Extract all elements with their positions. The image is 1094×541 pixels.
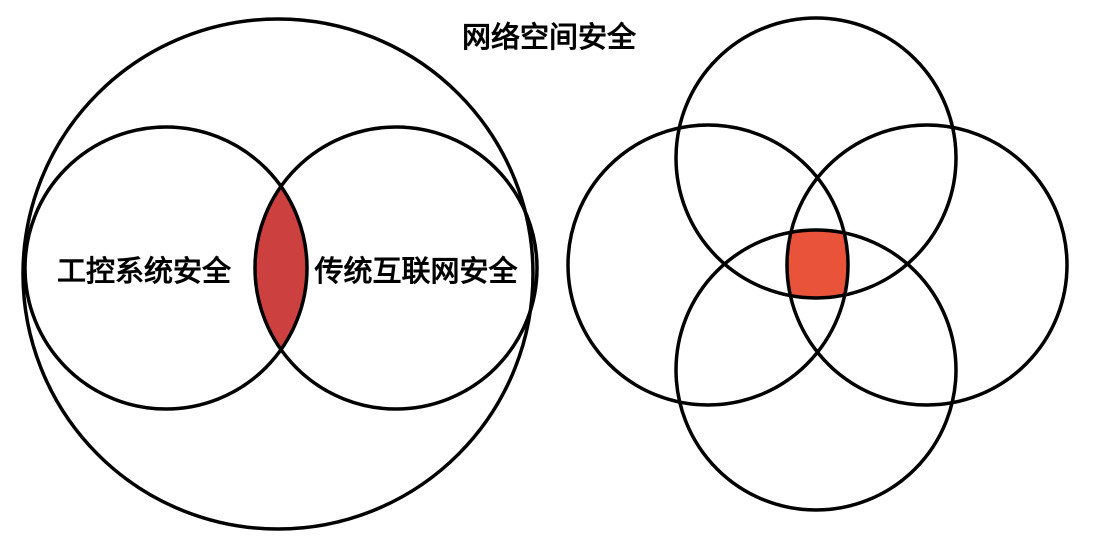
internet-security-label: 传统互联网安全 [313, 254, 518, 288]
left-circle [566, 123, 850, 407]
left-venn-group [21, 17, 539, 531]
ics-security-circle [23, 125, 309, 411]
outer-cyberspace-circle [21, 17, 535, 531]
diagram-title: 网络空间安全 [462, 20, 637, 54]
internet-security-circle [253, 125, 539, 411]
right-venn-group [566, 16, 1069, 512]
bottom-circle [674, 228, 958, 512]
top-circle [674, 16, 958, 300]
right-circle [785, 123, 1069, 407]
ics-security-label: 工控系统安全 [57, 254, 232, 288]
